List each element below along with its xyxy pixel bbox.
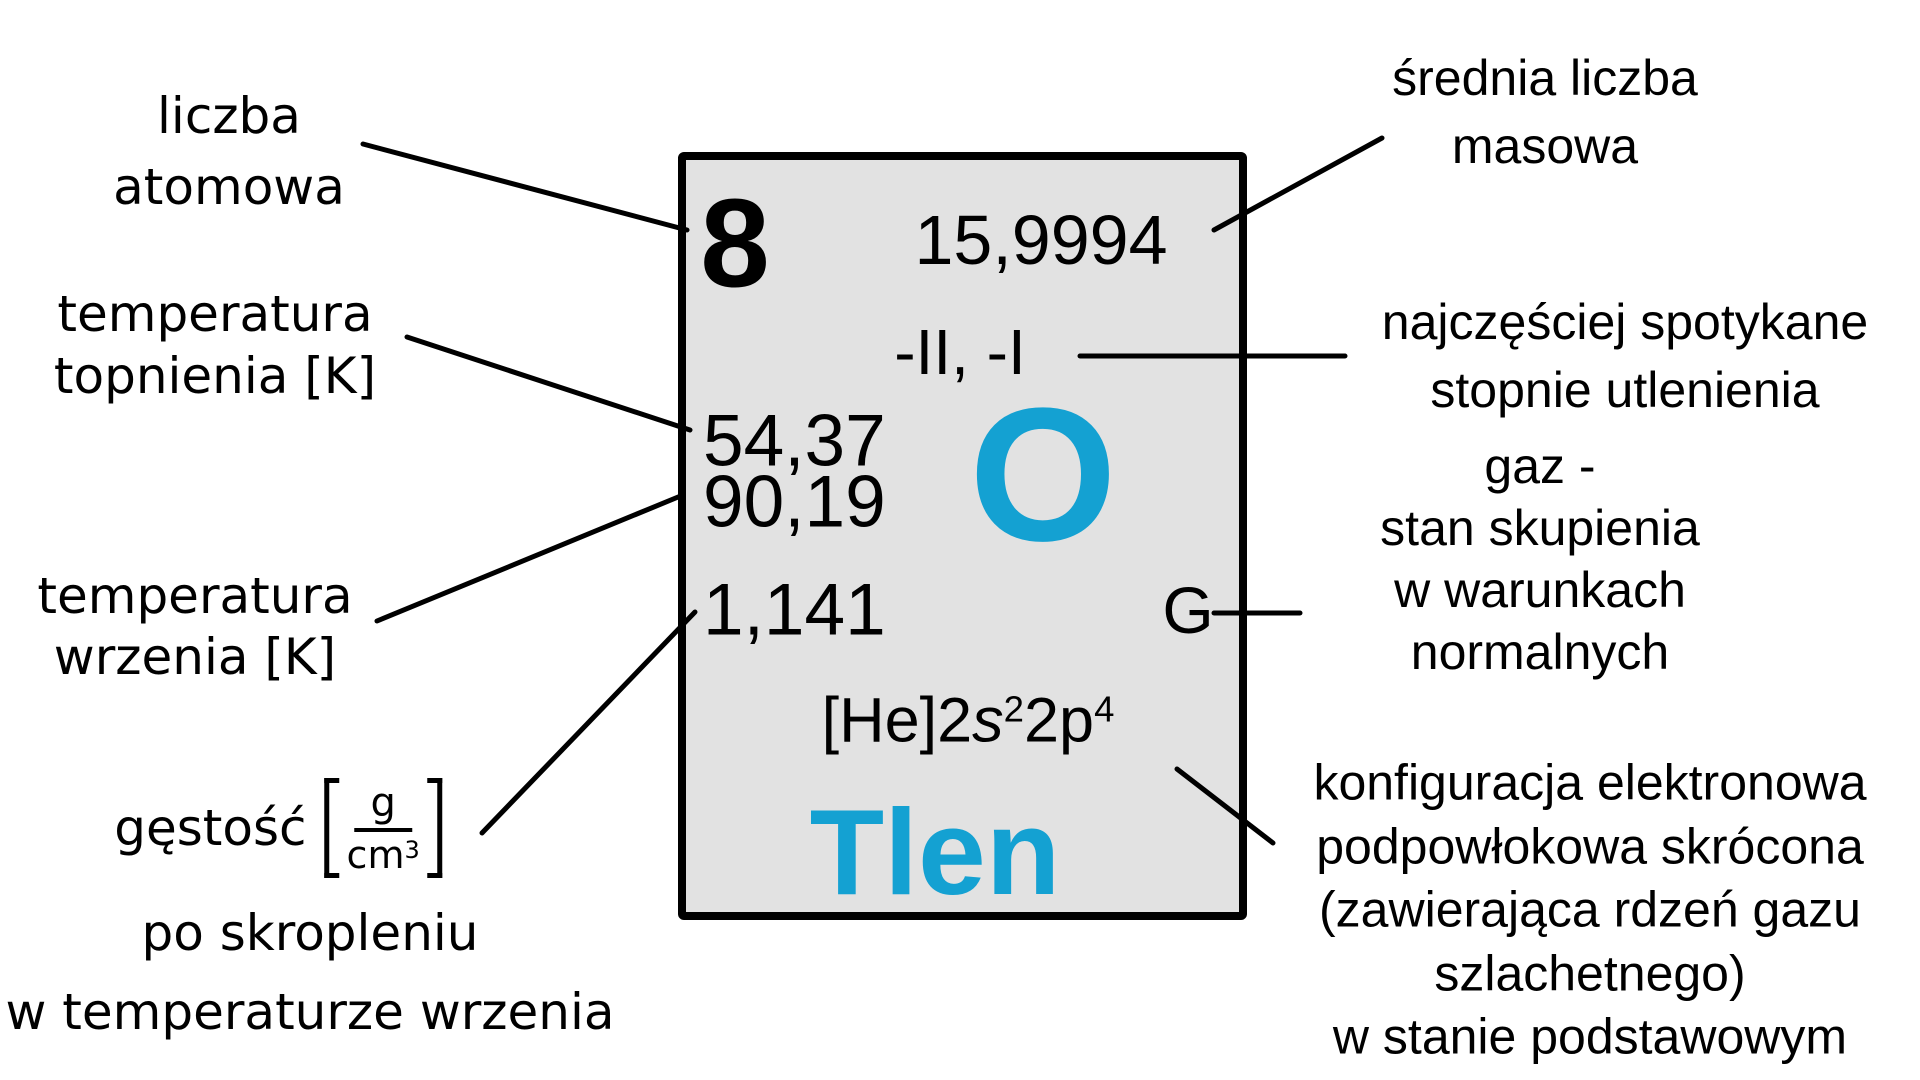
state-symbol: G — [1162, 573, 1214, 647]
label-density-note: po skropleniu w temperaturze wrzenia — [6, 894, 615, 1052]
density-unit-fraction: g cm3 — [324, 778, 442, 878]
element-card: 8 15,9994 -II, -I 54,37 90,19 1,141 G O … — [678, 152, 1247, 920]
econfig-s-orbital: s — [972, 685, 1004, 756]
label-atomic-mass: średnia liczba masowa — [1392, 44, 1698, 180]
label-line: podpowłokowa skrócona — [1316, 817, 1864, 874]
fraction-bar — [354, 827, 413, 832]
unit-fraction: g cm3 — [340, 778, 427, 878]
label-melting-point: temperatura topnienia [K] — [54, 283, 376, 407]
label-boiling-point: temperatura wrzenia [K] — [37, 566, 352, 688]
unit-denominator: cm3 — [347, 832, 420, 874]
boiling-connector — [374, 492, 686, 624]
left-bracket — [324, 778, 340, 878]
melting-connector — [404, 334, 693, 433]
label-line: temperatura — [37, 567, 353, 625]
atomic-number-value: 8 — [700, 174, 770, 314]
label-oxidation-states: najczęściej spotykane stopnie utlenienia — [1382, 288, 1868, 424]
label-line: w temperaturze wrzenia — [5, 983, 615, 1041]
density-value: 1,141 — [703, 569, 886, 651]
label-line: wrzenia [K] — [53, 628, 337, 686]
label-line: masowa — [1451, 118, 1639, 174]
unit-numerator: g — [370, 779, 396, 826]
label-line: w stanie podstawowym — [1332, 1008, 1848, 1065]
label-line: stan skupienia — [1380, 500, 1700, 556]
density-connector — [479, 609, 698, 836]
label-line: atomowa — [113, 158, 345, 216]
atomic-mass-value: 15,9994 — [914, 201, 1168, 279]
econfig-p-superscript: 4 — [1094, 688, 1115, 730]
label-electron-configuration: konfiguracja elektronowa podpowłokowa sk… — [1313, 751, 1866, 1069]
label-line: po skropleniu — [141, 904, 479, 962]
label-line: liczba — [157, 87, 301, 145]
electron-configuration: [He]2s22p4 — [822, 688, 1115, 753]
label-line: stopnie utlenienia — [1430, 362, 1820, 418]
label-line: temperatura — [57, 285, 373, 343]
unit-denominator-superscript: 3 — [404, 835, 420, 864]
label-density: gęstość g cm3 — [114, 778, 442, 878]
oxidation-states-value: -II, -I — [894, 316, 1026, 388]
atomic-number-connector — [360, 141, 690, 233]
econfig-core: [He]2 — [821, 685, 973, 756]
label-atomic-number: liczba atomowa — [113, 81, 345, 223]
label-state-of-matter: gaz - stan skupienia w warunkach normaln… — [1380, 435, 1700, 683]
melting-point-value: 54,37 — [703, 400, 886, 482]
element-symbol: O — [969, 369, 1117, 581]
label-line: topnienia [K] — [53, 347, 377, 405]
econfig-s-superscript: 2 — [1003, 688, 1025, 730]
label-line: gaz - — [1484, 438, 1596, 494]
right-bracket — [426, 778, 442, 878]
label-line: średnia liczba — [1392, 50, 1698, 106]
label-line: w warunkach — [1394, 562, 1686, 618]
element-name: Tlen — [809, 784, 1061, 920]
density-word: gęstość — [114, 798, 307, 857]
unit-denominator-text: cm — [346, 832, 405, 877]
label-line: normalnych — [1410, 624, 1670, 680]
label-line: (zawierająca rdzeń gazu — [1319, 881, 1861, 938]
boiling-point-value: 90,19 — [703, 461, 886, 543]
label-line: konfiguracja elektronowa — [1313, 754, 1867, 811]
label-line: najczęściej spotykane — [1381, 294, 1869, 350]
label-line: szlachetnego) — [1434, 944, 1746, 1001]
econfig-p-orbital: 2p — [1024, 685, 1095, 756]
